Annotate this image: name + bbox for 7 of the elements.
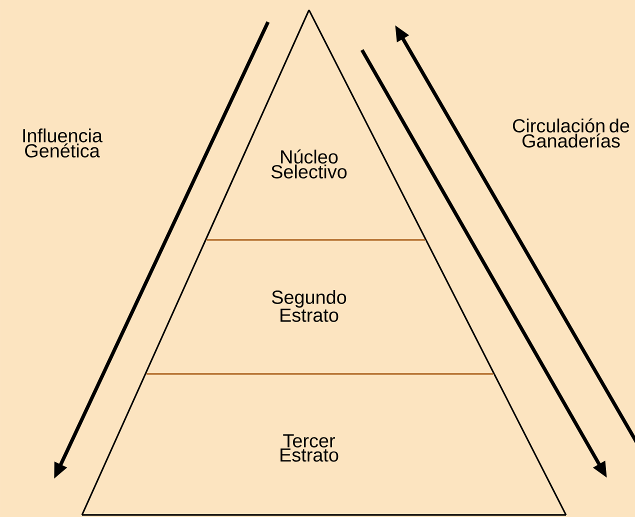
side-label: Circulación de Ganaderías bbox=[512, 118, 630, 148]
side-label: Influencia Genética bbox=[23, 128, 103, 158]
pyramid-tier: Segundo Estrato bbox=[144, 240, 495, 374]
node-label: Segundo Estrato bbox=[272, 290, 346, 322]
node-label: Tercer Estrato bbox=[280, 434, 338, 462]
pyramid-tier: Núcleo Selectivo bbox=[204, 10, 427, 240]
pyramid-tier: Tercer Estrato bbox=[81, 374, 567, 516]
